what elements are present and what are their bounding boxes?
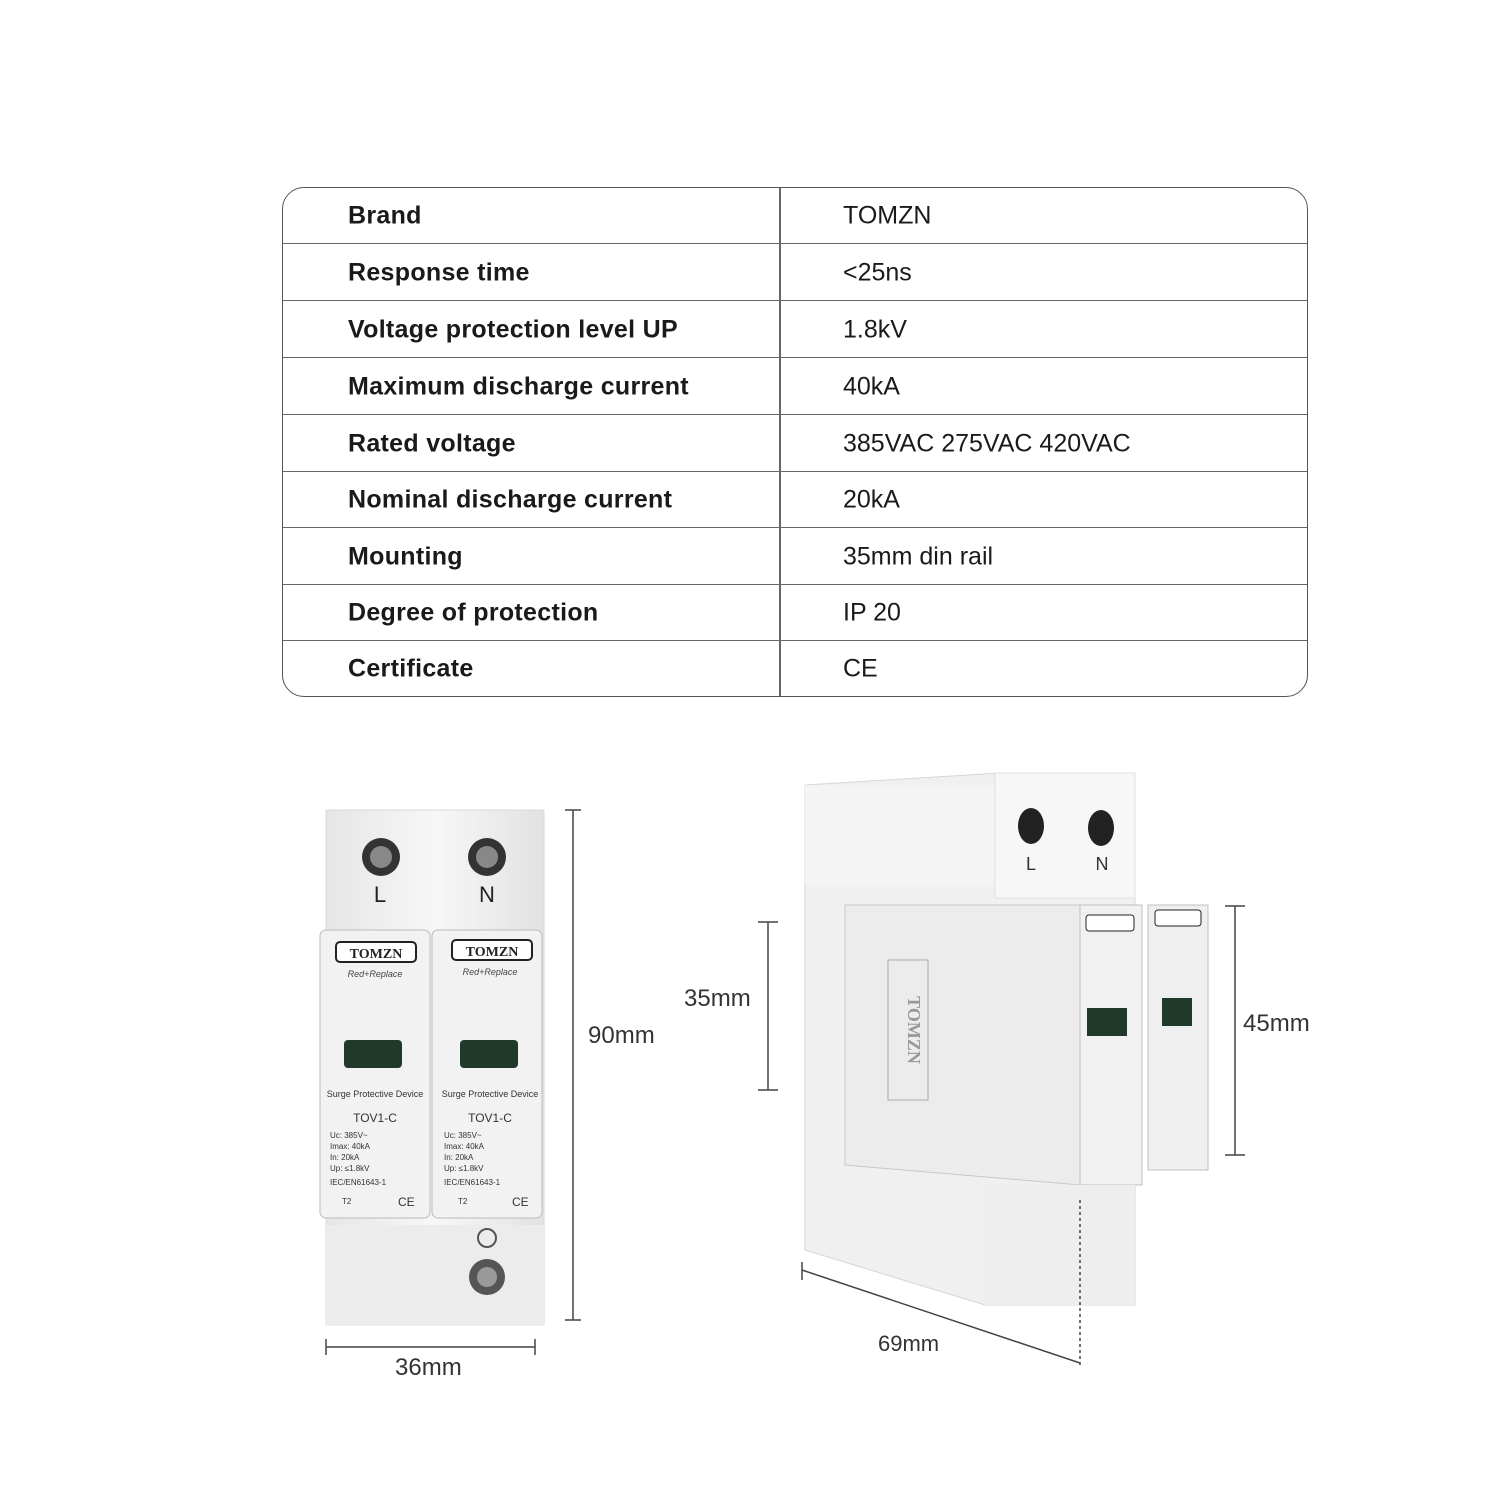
illustration-shape [1162,998,1192,1026]
module-spec: Uc: 385V~ [444,1131,482,1140]
module-spec: In: 20kA [444,1153,474,1162]
table-row: Maximum discharge current 40kA [283,359,1307,415]
row-value: 1.8kV [843,315,907,343]
row-value: IP 20 [843,598,901,626]
table-row: Voltage protection level UP 1.8kV [283,302,1307,358]
module-spec: Uc: 385V~ [330,1131,368,1140]
brand-logo: TOMZN [466,945,519,960]
illustration-shape [1087,1008,1127,1036]
module-spec: Imax: 40kA [444,1142,485,1151]
front-dimension-lines [325,809,581,1355]
illustration-shape [994,772,1136,899]
row-label: Voltage protection level UP [348,315,678,343]
table-row: Response time <25ns [283,245,1307,301]
row-value: <25ns [843,258,912,286]
illustration-shape [477,1267,497,1287]
brand-logo: TOMZN [350,947,403,962]
ce-mark: CE [512,1195,529,1209]
module-slogan: Red+Replace [348,969,403,979]
illustration-shape [805,785,995,885]
module-model: TOV1-C [468,1111,512,1125]
height-dimension-label: 90mm [588,1022,655,1049]
row-value: 40kA [843,372,900,400]
class-mark: T2 [342,1197,352,1206]
row-label: Rated voltage [348,429,516,457]
row-label: Mounting [348,542,463,570]
illustration-shape [1147,904,1209,1171]
ground-screw-icon [469,1228,505,1295]
illustration-shape [844,904,1081,1186]
module-left: TOMZN Red+Replace Surge Protective Devic… [319,929,431,1219]
illustration-shape [1085,914,1135,932]
row-label: Brand [348,201,422,229]
ce-mark: CE [398,1195,415,1209]
terminal-label-l: L [1026,854,1036,874]
row-value: 385VAC 275VAC 420VAC [843,429,1131,457]
module-standard: IEC/EN61643-1 [444,1178,501,1187]
module-title: Surge Protective Device [442,1089,539,1099]
screw-terminal-icon [468,838,506,876]
table-row: Nominal discharge current 20kA [283,472,1307,528]
row-value: CE [843,654,878,683]
illustration-shape [326,1225,544,1325]
module-slogan: Red+Replace [463,967,518,977]
illustration-shape [431,929,543,1219]
row-label: Maximum discharge current [348,372,689,400]
table-row: Rated voltage 385VAC 275VAC 420VAC [283,416,1307,472]
module-height-dimension-label: 45mm [1243,1010,1310,1037]
row-label: Response time [348,258,530,286]
screw-terminal-icon [362,838,400,876]
table-row: Mounting 35mm din rail [283,529,1307,585]
table-row: Brand TOMZN [283,188,1307,244]
module-spec: Up: ≤1.8kV [444,1164,484,1173]
illustration-shape [370,846,392,868]
illustration-shape [1018,808,1044,844]
illustration-shape [801,1269,1081,1364]
width-dimension-label: 36mm [395,1354,462,1381]
column-divider [779,188,781,696]
depth-dimension-label: 69mm [878,1331,940,1356]
row-value: 35mm din rail [843,542,994,570]
side-logo: TOMZN [904,996,924,1064]
module-right: TOMZN Red+Replace Surge Protective Devic… [431,929,543,1219]
row-label: Nominal discharge current [348,485,673,513]
module-title: Surge Protective Device [327,1089,424,1099]
terminal-label-l: L [374,882,386,907]
terminal-hole-icon [1088,810,1114,846]
module-model: TOV1-C [353,1111,397,1125]
illustration-shape [1079,904,1143,1186]
row-label: Certificate [348,654,474,683]
illustration-shape [1154,909,1202,927]
side-view-device: L N TOMZN [804,772,1209,1306]
module-spec: In: 20kA [330,1153,360,1162]
illustration-shape [460,1040,518,1068]
illustration-shape [476,846,498,868]
table-row: Degree of protection IP 20 [283,585,1307,641]
module-standard: IEC/EN61643-1 [330,1178,387,1187]
spec-table: Brand TOMZN Response time <25ns Voltage pr… [282,187,1308,697]
illustration-shape [477,1228,497,1248]
illustration-shape [451,939,533,961]
row-value: 20kA [843,485,900,513]
row-label: Degree of protection [348,598,599,626]
front-view-device: L N TOMZN Red+Replace Surge Protective D… [319,809,545,1326]
module-spec: Imax: 40kA [330,1142,371,1151]
base-height-dimension-label: 35mm [684,985,751,1012]
illustration-shape [344,1040,402,1068]
terminal-label-n: N [1096,854,1109,874]
terminal-hole-icon [1018,808,1044,844]
illustration-shape [319,929,431,1219]
illustration-shape [985,1185,1135,1305]
table-row: Certificate CE [283,641,1307,696]
illustration-shape [1088,810,1114,846]
class-mark: T2 [458,1197,468,1206]
illustration-shape [335,941,417,963]
module-spec: Up: ≤1.8kV [330,1164,370,1173]
side-dimension-lines [758,905,1245,1368]
row-value: TOMZN [843,201,932,229]
illustration-shape [887,959,929,1101]
terminal-label-n: N [479,882,495,907]
